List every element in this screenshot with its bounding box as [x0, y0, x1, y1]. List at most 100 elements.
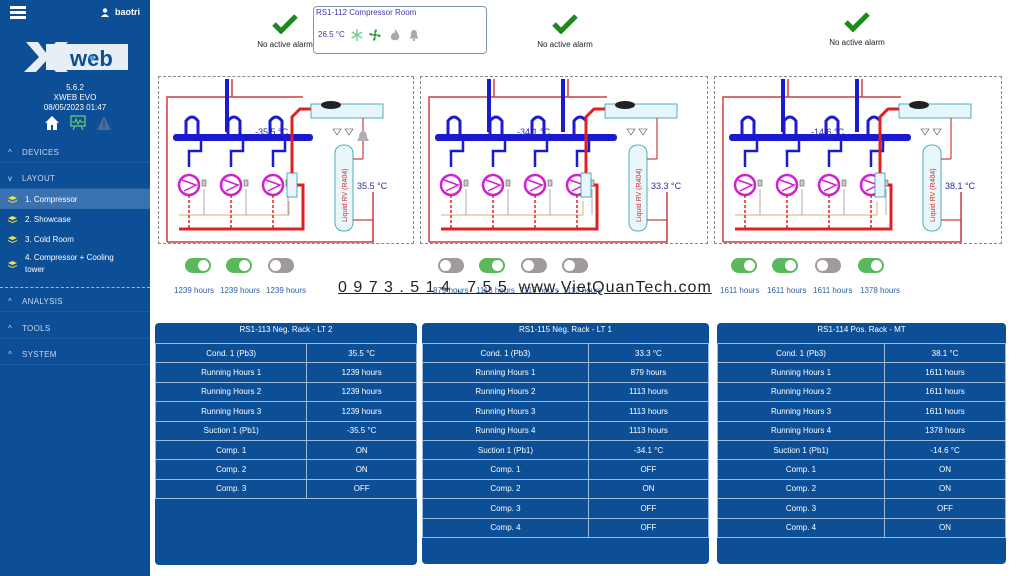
product-name: XWEB EVO	[53, 93, 97, 102]
condenser-temp: 35.5 °C	[357, 181, 388, 191]
compressor-suction-pipe	[229, 141, 245, 167]
row-label: Comp. 4	[716, 517, 886, 538]
compressor-suction-pipe	[187, 141, 203, 167]
receiver-label: Liquid RV (R404)	[930, 168, 937, 222]
layout-item-cold-room[interactable]: 3. Cold Room	[0, 229, 150, 249]
chevron-up-icon: ^	[8, 324, 13, 333]
running-hours-label: 1611 hours	[720, 286, 760, 295]
section-layout[interactable]: v LAYOUT	[0, 169, 150, 189]
row-value: 1113 hours	[587, 381, 710, 403]
home-icon[interactable]	[44, 115, 60, 131]
receiver-label: Liquid RV (R404)	[342, 168, 349, 222]
row-value: 1113 hours	[587, 420, 710, 441]
layout-item-compressor-cooling-tower[interactable]: 4. Compressor + Cooling tower	[0, 250, 150, 278]
row-value: 33.3 °C	[587, 342, 710, 364]
compressor-room-card[interactable]: RS1-112 Compressor Room 26.5 °C	[313, 6, 487, 54]
section-devices[interactable]: ^ DEVICES	[0, 143, 150, 163]
user-menu[interactable]: baotri	[100, 7, 140, 17]
compressor-toggle[interactable]	[226, 258, 252, 273]
row-value: 1239 hours	[306, 401, 417, 422]
bell-icon	[409, 30, 419, 42]
discharge-line	[722, 96, 901, 242]
row-value: -35.5 °C	[306, 420, 417, 441]
discharge-line	[428, 96, 607, 242]
compressor-toggle[interactable]	[731, 258, 757, 273]
compressor-suction-pipe	[785, 141, 801, 167]
valve-icon	[505, 179, 511, 187]
oil-line	[179, 201, 290, 216]
running-hours-label: 879 hours	[433, 286, 469, 295]
rack-panel-3: RS1-114 Pos. Rack - MT Cond. 1 (Pb3)38.1…	[716, 323, 1006, 564]
panel-title: RS1-113 Neg. Rack - LT 2	[239, 325, 333, 334]
room-card-title: RS1-112 Compressor Room	[316, 8, 417, 17]
section-system[interactable]: ^ SYSTEM	[0, 345, 150, 365]
panel-title: RS1-115 Neg. Rack - LT 1	[519, 325, 612, 334]
layout-item-showcase[interactable]: 2. Showcase	[0, 209, 150, 229]
section-analysis[interactable]: ^ ANALYSIS	[0, 292, 150, 312]
table-row: Suction 1 (Pb1)-35.5 °C	[154, 420, 417, 441]
row-label: Comp. 2	[716, 478, 886, 500]
safety-valve-icon	[920, 128, 930, 136]
compressor-rotor	[821, 179, 838, 192]
compressor-rotor	[779, 179, 796, 192]
row-label: Running Hours 3	[716, 401, 886, 422]
suction-u-tube	[782, 115, 798, 134]
row-value: OFF	[587, 517, 710, 538]
compressor-toggle[interactable]	[268, 258, 294, 273]
safety-valve-icon	[932, 128, 942, 136]
compressor-toggle[interactable]	[562, 258, 588, 273]
condenser-inlet	[584, 107, 605, 173]
row-value: 1611 hours	[884, 381, 1006, 403]
condenser-fan	[615, 101, 635, 109]
row-value: 38.1 °C	[884, 342, 1006, 364]
row-label: Running Hours 1	[716, 362, 886, 383]
valve-icon	[243, 179, 249, 187]
compressor-toggle[interactable]	[185, 258, 211, 273]
oil-separator	[580, 172, 592, 198]
compressor-toggle[interactable]	[815, 258, 841, 273]
panel-title: RS1-114 Pos. Rack - MT	[817, 325, 906, 334]
row-label: Comp. 1	[422, 459, 589, 480]
monitor-chart-icon[interactable]	[70, 115, 86, 131]
safety-valve-icon	[638, 128, 648, 136]
safety-valve-icon	[344, 128, 354, 136]
suction-header	[729, 134, 911, 141]
layout-item-compressor[interactable]: 1. Compressor	[0, 189, 150, 209]
username: baotri	[114, 7, 140, 17]
suction-u-tube	[446, 115, 462, 134]
row-value: ON	[884, 478, 1006, 500]
row-value: 35.5 °C	[306, 342, 417, 364]
row-label: Suction 1 (Pb1)	[154, 420, 308, 441]
table-row: Cond. 1 (Pb3)38.1 °C	[716, 342, 1006, 364]
menu-icon[interactable]	[10, 6, 26, 19]
compressor-toggle[interactable]	[438, 258, 464, 273]
compressor-toggle[interactable]	[521, 258, 547, 273]
running-hours-label: 1239 hours	[174, 286, 215, 295]
compressor-toggle[interactable]	[858, 258, 884, 273]
valve-icon	[547, 179, 553, 187]
receiver-label: Liquid RV (R404)	[636, 168, 643, 222]
chevron-up-icon: ^	[8, 148, 13, 157]
row-value: 1239 hours	[306, 381, 417, 403]
valve-icon	[841, 179, 847, 187]
fan-icon	[369, 29, 381, 41]
compressor-suction-pipe	[491, 141, 507, 167]
compressor-toggle[interactable]	[479, 258, 505, 273]
alarm-bell-icon	[357, 131, 369, 141]
row-value: 1611 hours	[884, 401, 1006, 422]
compressor-toggle[interactable]	[772, 258, 798, 273]
checkmark-icon	[844, 12, 870, 32]
warning-icon[interactable]	[96, 115, 112, 131]
compressor-rotor	[527, 179, 544, 192]
section-tools[interactable]: ^ TOOLS	[0, 319, 150, 339]
